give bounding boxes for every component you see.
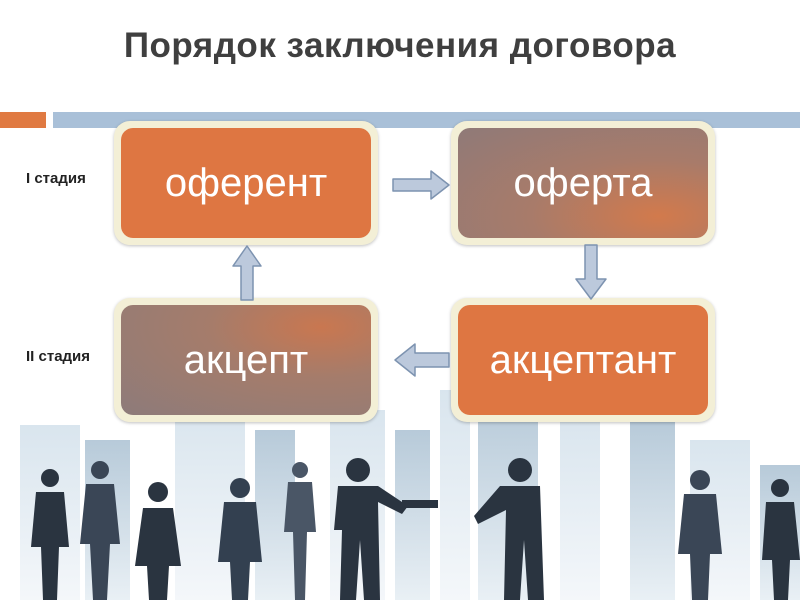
offer-label: оферта (458, 128, 708, 238)
stage-one-label: I стадия (26, 170, 86, 187)
acceptance-box: акцепт (114, 298, 378, 422)
people-silhouettes (31, 458, 800, 600)
acceptor-label: акцептант (458, 305, 708, 415)
arrow-left-icon (394, 343, 450, 377)
offerer-box: оферент (114, 121, 378, 245)
offerer-label: оферент (121, 128, 371, 238)
arrow-up-icon (232, 245, 262, 301)
arrow-right-icon (392, 170, 450, 200)
acceptance-label: акцепт (121, 305, 371, 415)
accent-bar-orange (0, 112, 46, 128)
stage-two-label: II стадия (26, 348, 91, 365)
offer-box: оферта (451, 121, 715, 245)
acceptor-box: акцептант (451, 298, 715, 422)
arrow-down-icon (575, 244, 607, 300)
page-title: Порядок заключения договора (123, 26, 677, 65)
